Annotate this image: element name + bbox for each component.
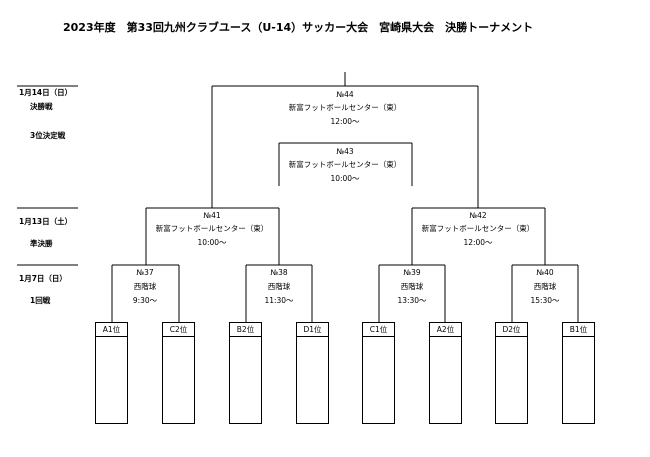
team-box-divider [297, 336, 328, 337]
team-label: D2位 [502, 325, 521, 334]
match-42-venue: 新富フットボールセンター（東） [421, 224, 535, 233]
match-41-venue: 新富フットボールセンター（東） [155, 224, 269, 233]
match-39-time: 13:30～ [397, 296, 427, 305]
team-box: A2位 [429, 322, 462, 424]
match-39-venue: 西階球 [400, 282, 424, 291]
team-box-divider [230, 336, 261, 337]
team-label: D1位 [303, 325, 322, 334]
page-title: 2023年度 第33回九州クラブユース（U-14）サッカー大会 宮崎県大会 決勝… [63, 21, 534, 34]
team-box-divider [96, 336, 127, 337]
final-date: 1月14日（日） [19, 88, 73, 97]
match-40-no: №40 [536, 268, 554, 277]
team-box-divider [430, 336, 461, 337]
team-box-divider [496, 336, 527, 337]
team-box-divider [563, 336, 594, 337]
match-42-time: 12:00～ [463, 238, 493, 247]
first-label: 1回戦 [30, 296, 51, 305]
match-38-time: 11:30～ [264, 296, 294, 305]
team-box: B2位 [229, 322, 262, 424]
team-label: B1位 [569, 325, 588, 334]
match-37-venue: 西階球 [133, 282, 157, 291]
match-41-time: 10:00～ [197, 238, 227, 247]
match-37-time: 9:30～ [132, 296, 158, 305]
match-37-no: №37 [136, 268, 154, 277]
match-44-venue: 新富フットボールセンター（東） [288, 103, 402, 112]
team-label: A2位 [436, 325, 455, 334]
team-label: B2位 [236, 325, 255, 334]
team-box-divider [163, 336, 194, 337]
match-41-no: №41 [203, 211, 221, 220]
first-date: 1月7日（日） [19, 274, 67, 283]
team-box: D2位 [495, 322, 528, 424]
match-44-time: 12:00～ [330, 117, 360, 126]
match-38-no: №38 [270, 268, 288, 277]
match-38-venue: 西階球 [267, 282, 291, 291]
match-43-no: №43 [336, 147, 354, 156]
team-box: C1位 [362, 322, 395, 424]
match-39-no: №39 [403, 268, 421, 277]
semi-label: 準決勝 [30, 239, 53, 248]
team-label: A1位 [102, 325, 121, 334]
match-44-no: №44 [336, 90, 354, 99]
match-42-no: №42 [469, 211, 487, 220]
team-box: A1位 [95, 322, 128, 424]
team-box: D1位 [296, 322, 329, 424]
team-box: C2位 [162, 322, 195, 424]
match-43-time: 10:00～ [330, 174, 360, 183]
semi-date: 1月13日（土） [19, 217, 73, 226]
match-40-time: 15:30～ [530, 296, 560, 305]
match-40-venue: 西階球 [533, 282, 557, 291]
third-place-label: 3位決定戦 [30, 131, 66, 140]
team-box-divider [363, 336, 394, 337]
team-box: B1位 [562, 322, 595, 424]
team-label: C1位 [369, 325, 388, 334]
match-43-venue: 新富フットボールセンター（東） [288, 160, 402, 169]
final-label: 決勝戦 [30, 102, 53, 111]
team-label: C2位 [169, 325, 188, 334]
